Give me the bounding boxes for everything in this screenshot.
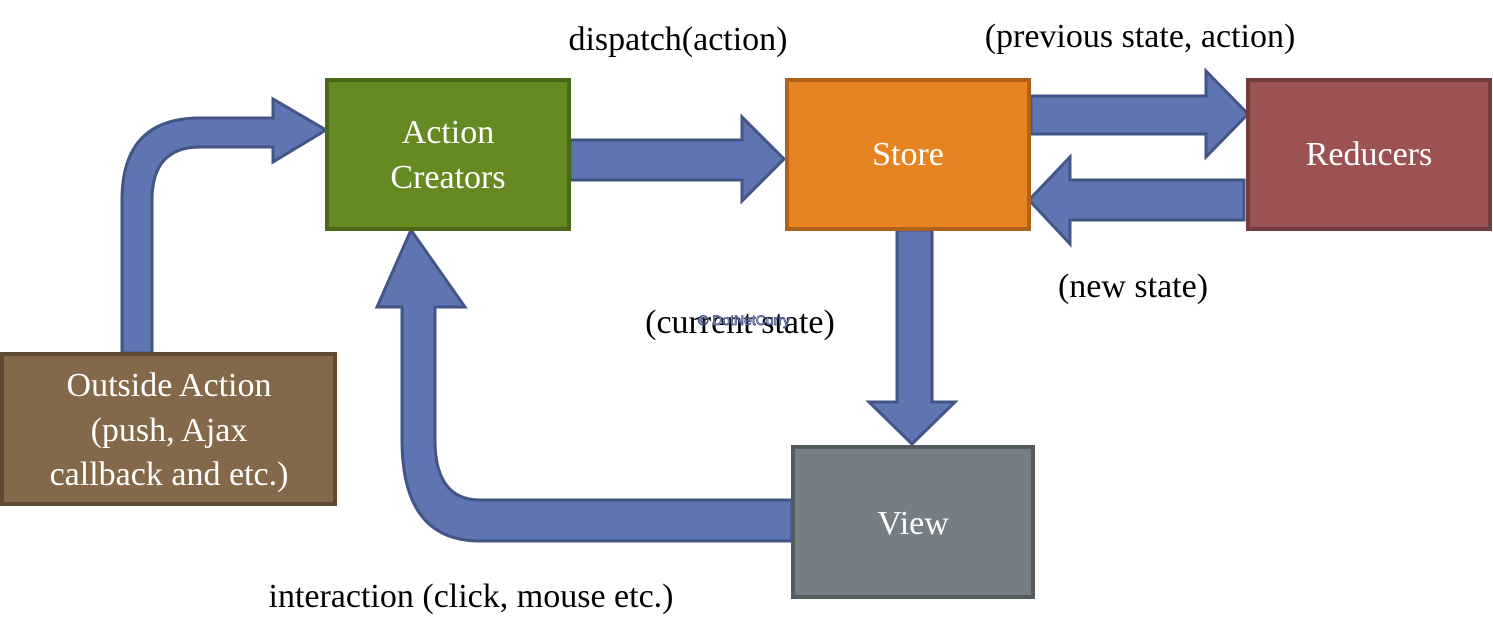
watermark: © DotNetCurry — [698, 312, 790, 328]
box-outside-action[interactable]: Outside Action (push, Ajax callback and … — [0, 352, 337, 506]
box-action-creators[interactable]: Action Creators — [325, 78, 571, 231]
arrow-dispatch — [568, 113, 787, 205]
box-store[interactable]: Store — [785, 78, 1031, 231]
box-label: Reducers — [1306, 136, 1433, 173]
box-reducers[interactable]: Reducers — [1246, 78, 1492, 231]
caption-new-state: (new state) — [1058, 268, 1208, 305]
box-label: View — [877, 505, 949, 542]
box-view[interactable]: View — [791, 445, 1035, 599]
box-label: Creators — [390, 159, 505, 196]
arrow-store-to-view — [865, 228, 959, 447]
box-label: (push, Ajax — [91, 412, 248, 449]
arrow-reducers-to-store — [1026, 153, 1246, 248]
box-label: Action — [402, 114, 495, 151]
box-label: Store — [872, 136, 944, 173]
caption-interaction: interaction (click, mouse etc.) — [269, 578, 674, 615]
caption-previous-state-action: (previous state, action) — [985, 18, 1296, 55]
caption-dispatch: dispatch(action) — [568, 21, 787, 58]
arrow-store-to-reducers — [1029, 67, 1251, 161]
arrow-outside-to-action-creators — [120, 96, 329, 355]
box-label: Outside Action — [67, 367, 272, 404]
box-label: callback and etc.) — [50, 456, 289, 493]
arrow-view-to-action-creators — [374, 226, 794, 543]
caption-current-state: (current state) — [645, 304, 835, 341]
